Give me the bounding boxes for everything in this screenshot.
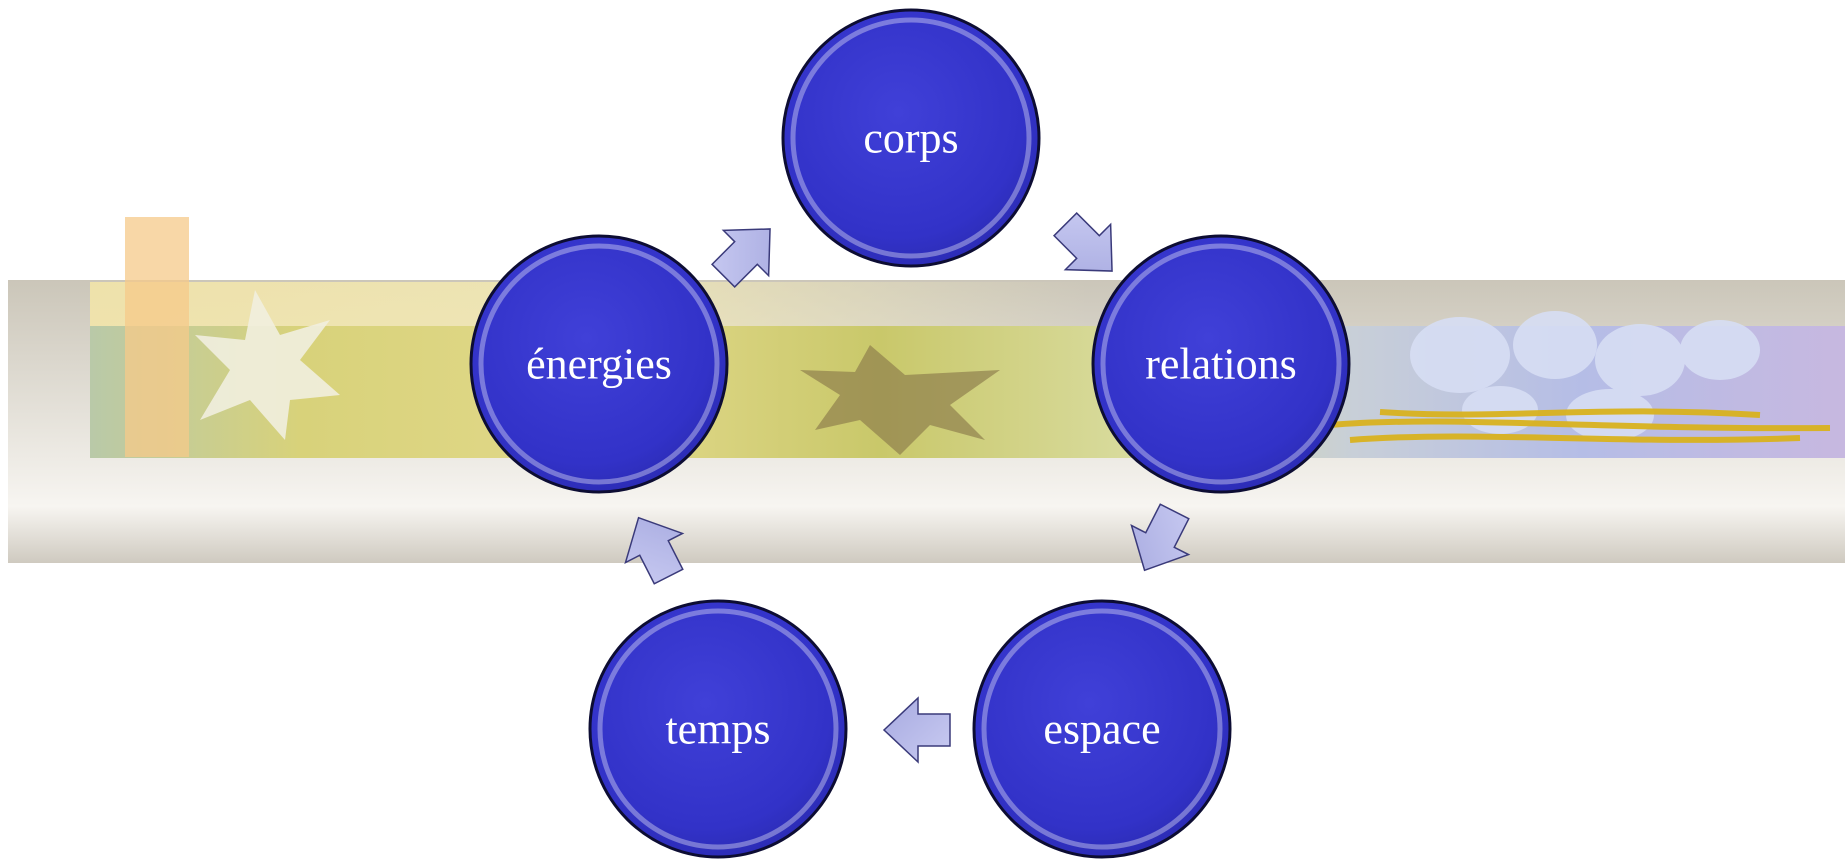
- white-leaf: [195, 290, 340, 440]
- node-label-espace: espace: [1043, 705, 1160, 754]
- wheat: [1329, 408, 1831, 443]
- brown-leaf: [800, 345, 1000, 455]
- node-espace: espace: [972, 599, 1232, 859]
- arrow-corps-to-relations: [1041, 200, 1136, 295]
- node-label-corps: corps: [863, 114, 958, 163]
- node-label-relations: relations: [1145, 340, 1297, 389]
- node-energies: énergies: [469, 234, 729, 494]
- node-relations: relations: [1091, 234, 1351, 494]
- node-corps: corps: [781, 8, 1041, 268]
- pebbles: [1410, 311, 1760, 441]
- node-label-energies: énergies: [526, 340, 672, 389]
- node-temps: temps: [588, 599, 848, 859]
- accent-square: [125, 217, 189, 457]
- node-label-temps: temps: [665, 705, 770, 754]
- arrow-espace-to-temps: [883, 697, 951, 763]
- background-banner: [8, 217, 1845, 563]
